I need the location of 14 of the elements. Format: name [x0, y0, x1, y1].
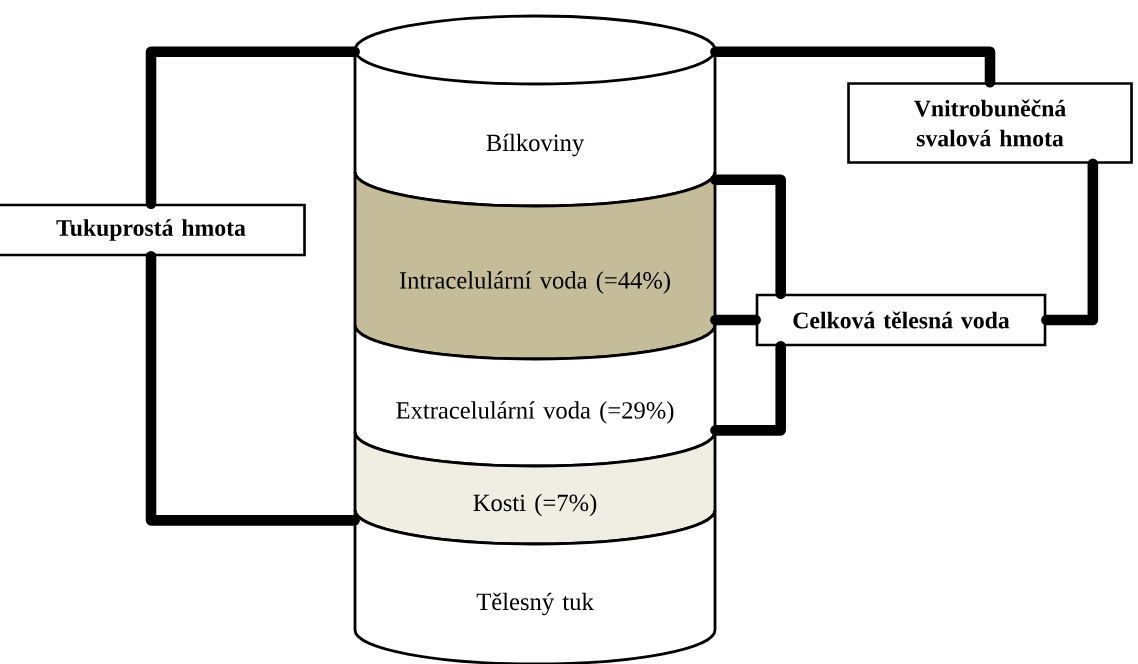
- connector-line: [710, 46, 996, 88]
- label-box: Vnitrobuněčná svalová hmota: [847, 82, 1133, 164]
- cylinder-segment: Kosti (=7%): [353, 430, 717, 546]
- connector-line: [710, 314, 761, 326]
- cylinder-segment: Bílkoviny: [353, 14, 717, 208]
- connector-line: [145, 46, 360, 209]
- connector-line: [1041, 158, 1099, 326]
- connector-line: [145, 251, 360, 526]
- connector-line: [710, 174, 786, 299]
- cylinder-segment: Extracelulární voda (=29%): [353, 323, 717, 468]
- label-box: Tukuprostá hmota: [0, 203, 306, 257]
- cylinder-segment: Intracelulární voda (=44%): [353, 170, 717, 361]
- connector-line: [710, 341, 786, 436]
- label-box: Celková tělesná voda: [755, 293, 1047, 347]
